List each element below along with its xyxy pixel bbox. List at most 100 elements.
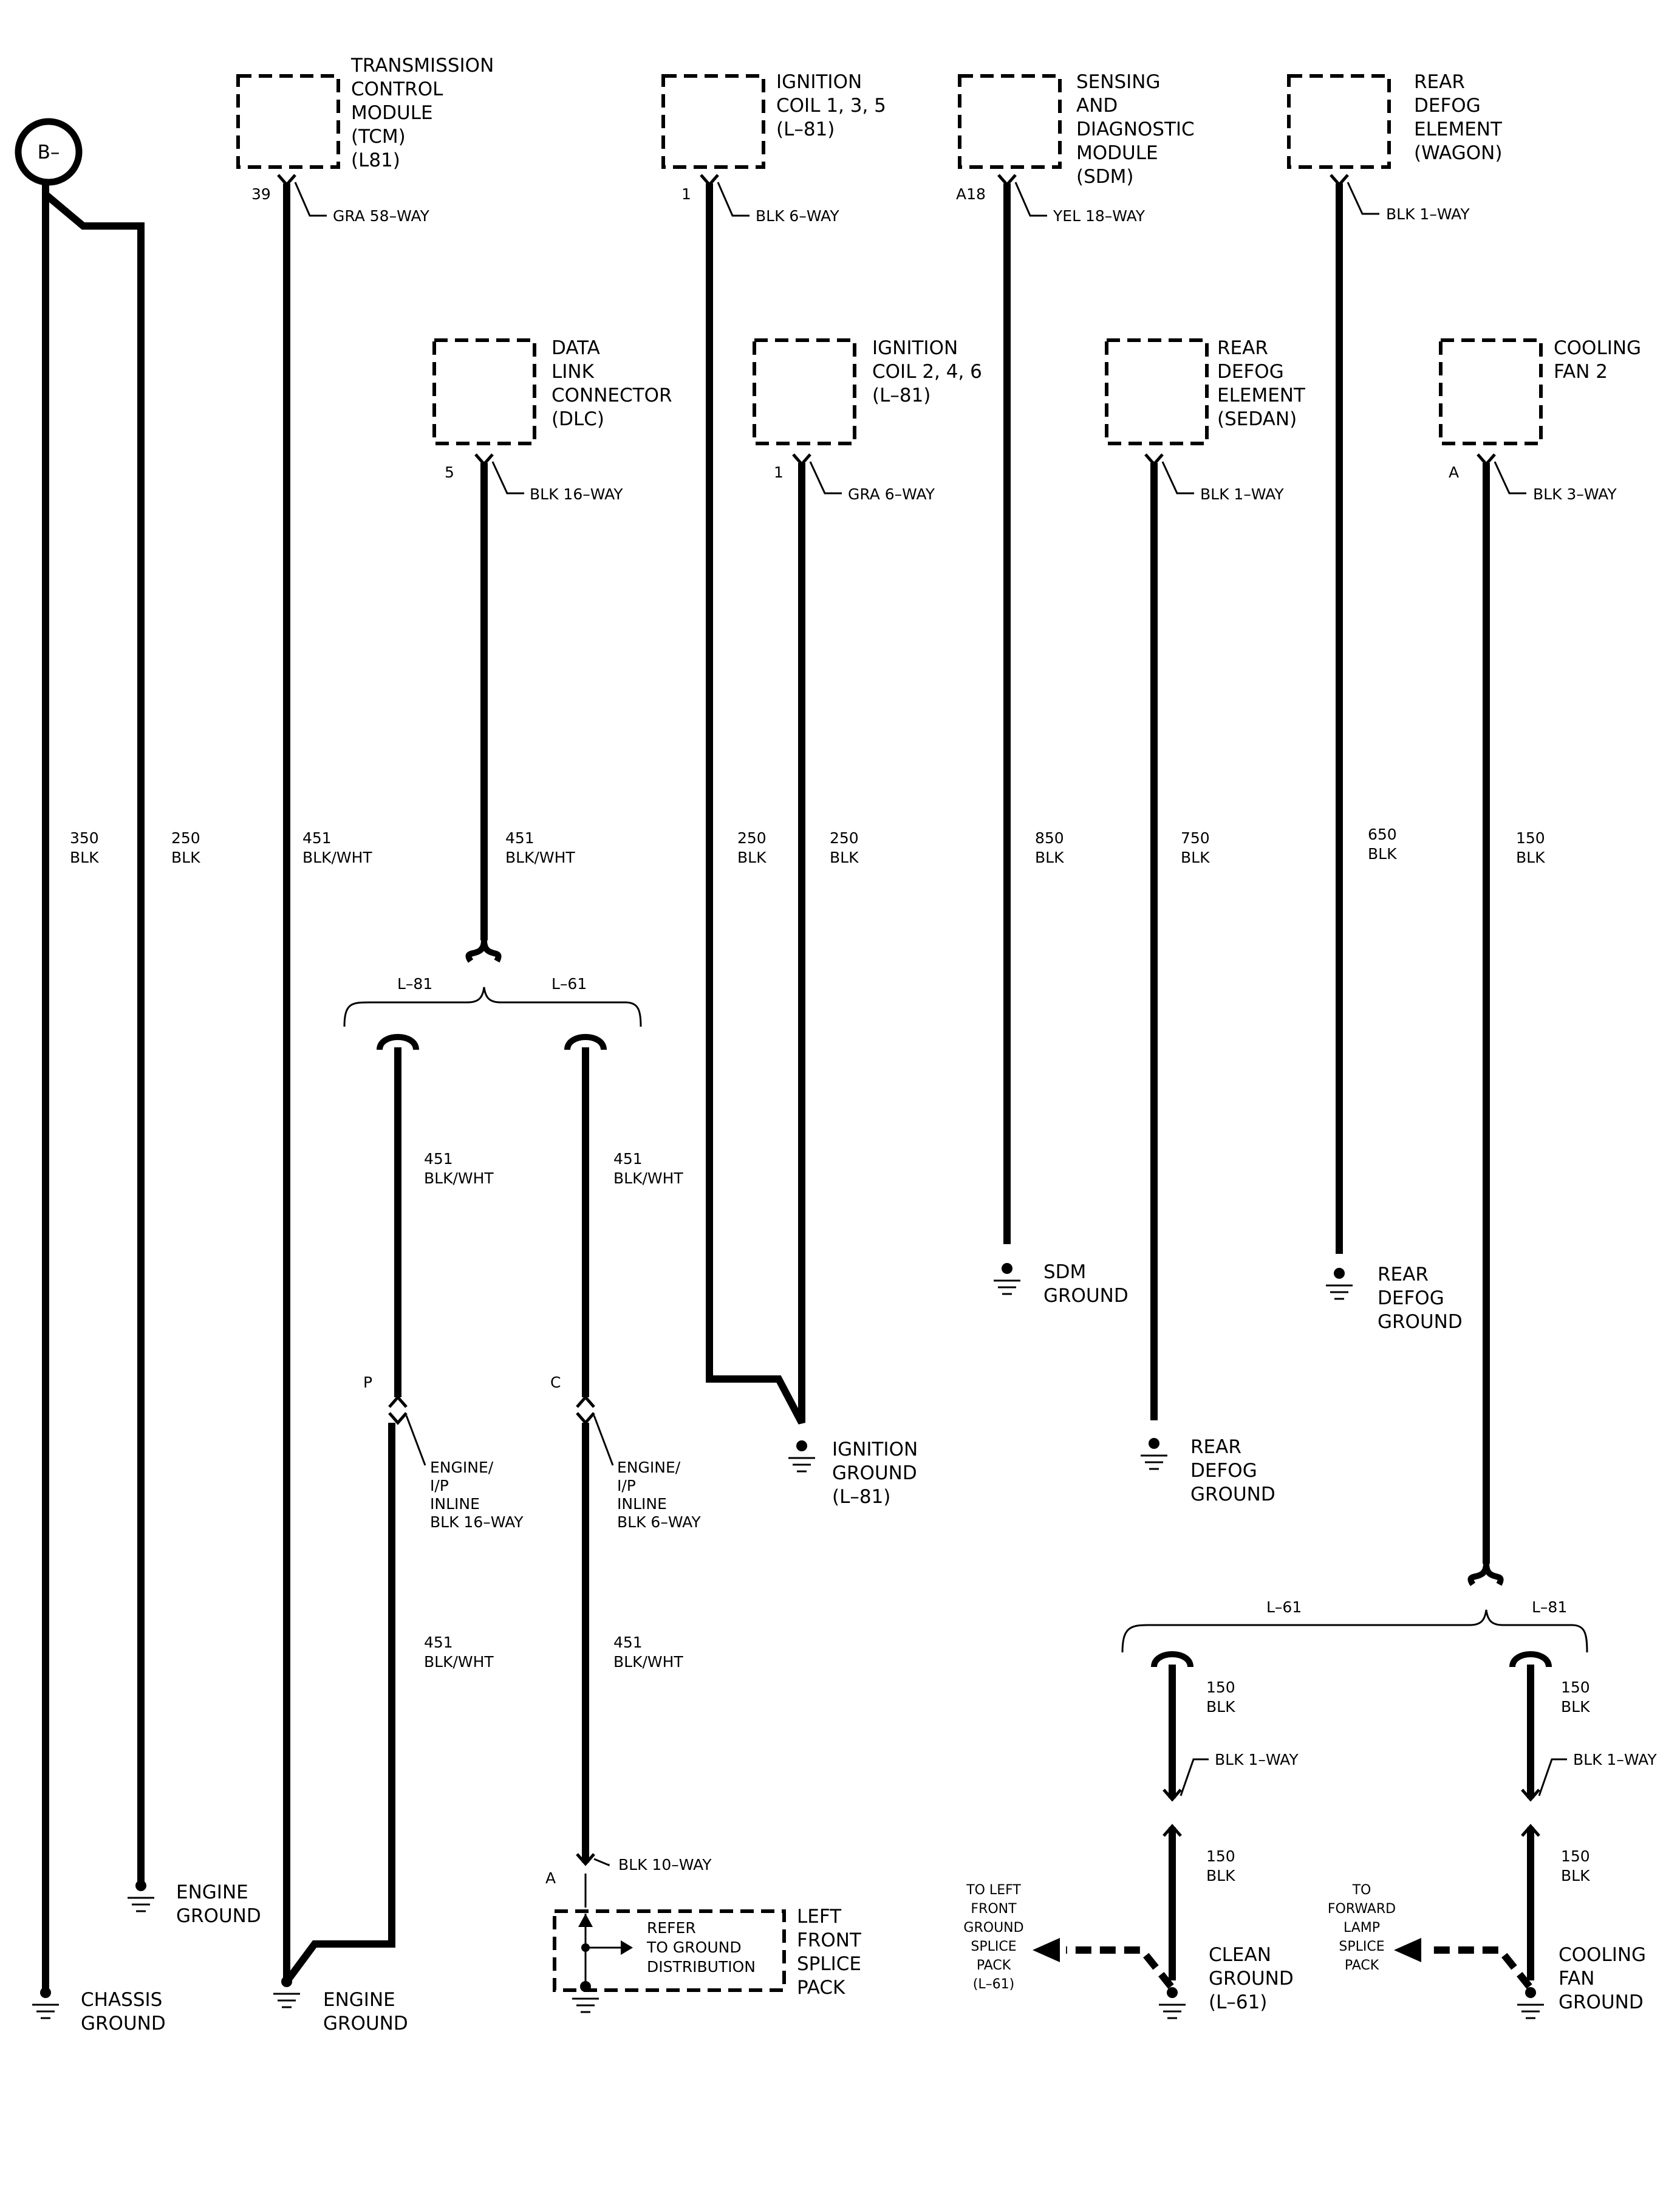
wire-451-engine-return: [284, 1423, 395, 1984]
arrow-head-left-front: [1033, 1938, 1060, 1962]
ground-icon-defog-wagon: [1326, 1268, 1353, 1300]
cap-clean-bottom: [1163, 1824, 1182, 1837]
conn-sdm: YEL 18–WAY: [1053, 207, 1146, 225]
option-hooks: [377, 940, 1552, 1668]
cap-fan-top: [1521, 1788, 1540, 1802]
source-b-minus: B–: [15, 118, 83, 186]
option-labels: L–81 L–61 L–61 L–81: [397, 975, 1567, 1616]
coil246-box: [753, 338, 856, 445]
cap-dlc: [474, 453, 494, 467]
pin-inline-p: P: [363, 1374, 372, 1391]
ground-icon-sdm: [994, 1263, 1020, 1295]
ground-icon-defog-sedan: [1141, 1438, 1167, 1470]
brace-dlc: [343, 987, 642, 1027]
splice-pack-box: [553, 1909, 786, 1992]
defog-sedan-box: [1105, 338, 1209, 445]
option-dlc-left: L–81: [397, 975, 432, 993]
connector-caps: [277, 174, 1540, 1866]
ground-icon-ignition: [788, 1440, 815, 1473]
cap-tcm: [277, 174, 296, 187]
brace-fan: [1121, 1609, 1588, 1653]
cap-c-top: [576, 1395, 595, 1408]
arrow-head-forward-lamp: [1394, 1938, 1421, 1962]
dlc-box: [432, 338, 536, 445]
coil135-box: [661, 74, 765, 169]
ground-icon-chassis: [32, 1987, 59, 2019]
splice-pack-internals: [578, 1914, 633, 1984]
cap-clean-top: [1163, 1788, 1182, 1802]
cap-p-bottom: [388, 1412, 408, 1425]
option-braces: [343, 987, 1588, 1653]
cap-coil135: [700, 174, 719, 187]
pin-fan2: A: [1449, 464, 1459, 481]
conn-fan2: BLK 3–WAY: [1533, 485, 1617, 503]
cap-fan2: [1477, 453, 1496, 467]
conn-splice-a: BLK 10–WAY: [618, 1856, 712, 1874]
wire-250-coils: [706, 183, 805, 1425]
option-dlc-right: L–61: [551, 975, 587, 993]
conn-coil246: GRA 6–WAY: [848, 485, 935, 503]
cap-splice-a: [576, 1853, 595, 1866]
option-fan-left: L–61: [1266, 1598, 1302, 1616]
cap-sdm: [997, 174, 1017, 187]
ground-icon-splice: [572, 1981, 599, 2013]
tcm-box: [236, 74, 340, 169]
arrow-to-forward-lamp: [1427, 1946, 1532, 1989]
pin-coil246: 1: [774, 464, 784, 481]
component-boxes: [236, 74, 1543, 1992]
conn-coil135: BLK 6–WAY: [756, 207, 839, 225]
sdm-box: [958, 74, 1062, 169]
pin-tcm: 39: [251, 185, 271, 203]
arrow-to-left-front: [1066, 1946, 1174, 1989]
conn-tcm: GRA 58–WAY: [333, 207, 430, 225]
ground-symbols: [32, 1263, 1544, 2019]
ground-icon-fan: [1517, 1987, 1544, 2019]
ground-icon-engine-b: [273, 1976, 300, 2008]
wire-segments: [42, 182, 1534, 1993]
cap-defog-wagon: [1330, 174, 1349, 187]
pin-coil135: 1: [681, 185, 691, 203]
conn-clean-1way: BLK 1–WAY: [1215, 1751, 1299, 1768]
pin-labels: 39 1 A18 5 1 A P C A: [251, 185, 1459, 1887]
cap-p-top: [388, 1395, 408, 1408]
conn-fan-1way: BLK 1–WAY: [1573, 1751, 1657, 1768]
source-label: B–: [38, 142, 60, 163]
